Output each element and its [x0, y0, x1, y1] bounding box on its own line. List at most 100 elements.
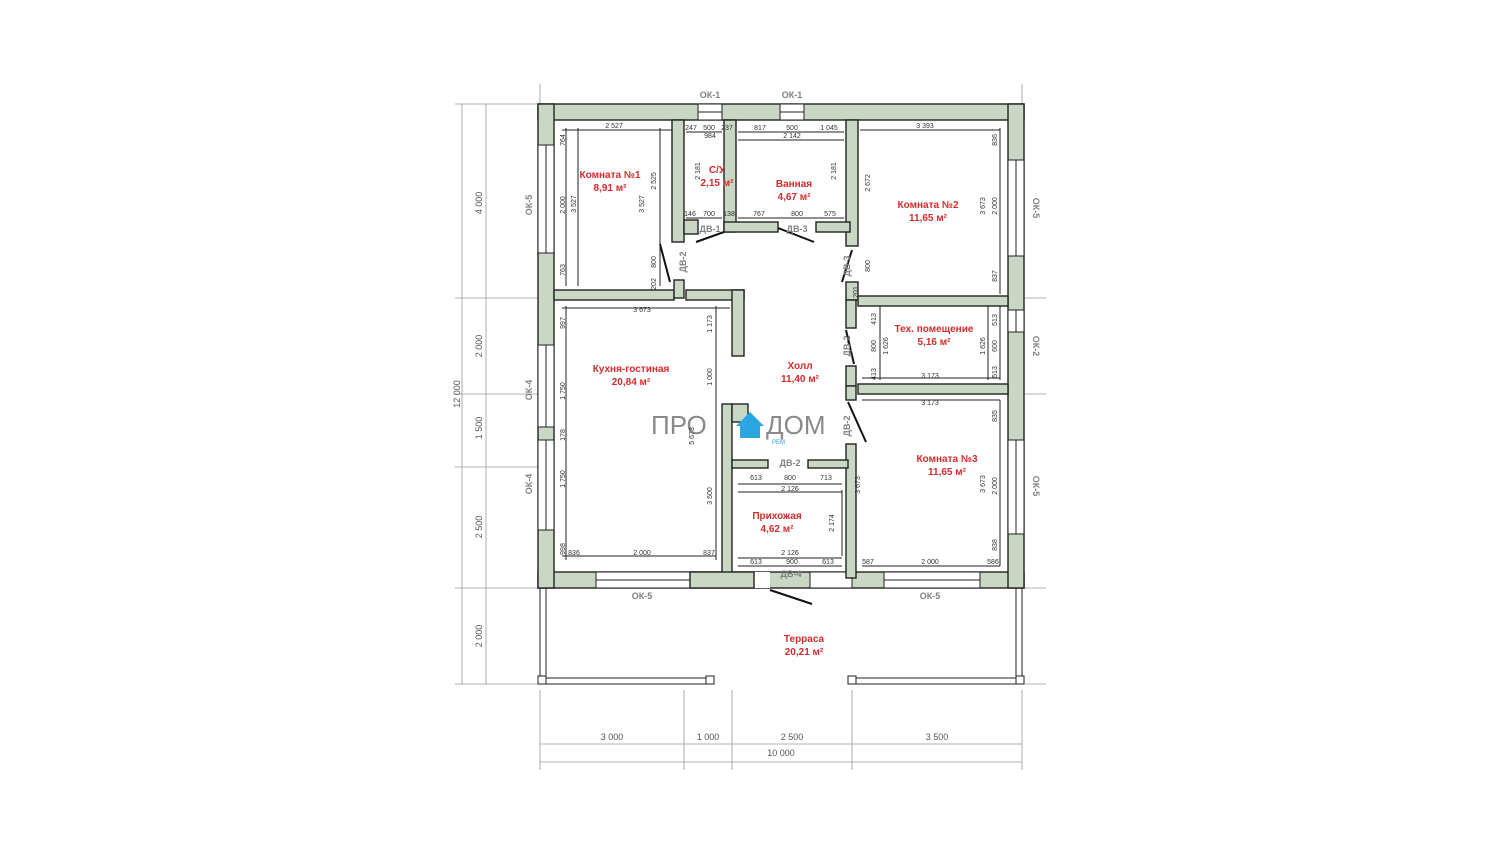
window-tag: ОК-4: [524, 474, 534, 495]
dim: 838: [992, 539, 999, 551]
dim: 800: [871, 340, 878, 352]
door-tag: ДВ-3: [842, 256, 852, 277]
terrace: [537, 588, 1025, 685]
dim-bottom: 3 500: [926, 732, 949, 742]
room-name: С/У: [709, 165, 726, 176]
dim: 984: [704, 133, 716, 140]
dim: 2 672: [865, 174, 872, 192]
dim: 3 673: [633, 307, 651, 314]
interior-dimension-values: 2 527 764 3 527 2 000 763 2 525 3 527 80…: [560, 123, 999, 566]
room-area: 20,21 м²: [785, 647, 824, 658]
dim: 3 500: [707, 487, 714, 505]
dim: 700: [703, 211, 715, 218]
door-tag: ДВ-1: [700, 224, 721, 234]
dim: 575: [824, 211, 836, 218]
door-tag: ДВ-2: [678, 252, 688, 273]
room-area: 20,84 м²: [612, 377, 651, 388]
dim: 900: [786, 559, 798, 566]
dim: 2 000: [992, 477, 999, 495]
dim: 3 673: [855, 476, 862, 494]
dim: 500: [703, 125, 715, 132]
window-tag: ОК-5: [524, 195, 534, 216]
room-area: 11,65 м²: [909, 213, 948, 224]
room-name: Терраса: [784, 634, 825, 645]
dim: 2 000: [560, 196, 567, 214]
dim: 713: [820, 475, 832, 482]
dim: 800: [791, 211, 803, 218]
dim: 2 525: [651, 172, 658, 190]
dim: 247: [685, 125, 697, 132]
dim: 5 673: [689, 427, 696, 445]
dim: 764: [560, 134, 567, 146]
dim: 586: [987, 559, 999, 566]
dim: 2 527: [605, 123, 623, 130]
dim: 800: [784, 475, 796, 482]
interior-walls: [553, 119, 1009, 589]
door-tag: ДВ-2: [842, 336, 852, 357]
window-tags: ОК-1 ОК-1 ОК-5 ОК-4 ОК-4 ОК-5 ОК-2 ОК-5 …: [524, 90, 1041, 601]
outer-dimension-lines: [455, 84, 1046, 770]
logo-house-icon: [736, 412, 764, 438]
dim: 3 173: [921, 400, 939, 407]
dim: 513: [992, 314, 999, 326]
door-tag: ДВ-2: [780, 458, 801, 468]
dim: 800: [865, 260, 872, 272]
dim: 138: [723, 211, 735, 218]
dim: 998: [560, 543, 567, 555]
dim: 1 750: [560, 382, 567, 400]
window-tag: ОК-5: [1031, 198, 1041, 219]
room-name: Тех. помещение: [895, 324, 974, 335]
dim: 613: [750, 559, 762, 566]
dim: 1 000: [707, 368, 714, 386]
dim: 613: [750, 475, 762, 482]
dim: 2 126: [781, 550, 799, 557]
dim: 500: [786, 125, 798, 132]
dim: 237: [721, 125, 733, 132]
dim: 146: [684, 211, 696, 218]
window-tag: ОК-4: [524, 380, 534, 401]
dim: 2 000: [921, 559, 939, 566]
dim: 2 000: [992, 197, 999, 215]
door-swings: [659, 227, 867, 605]
dim: 3 527: [571, 195, 578, 213]
dim: 763: [560, 264, 567, 276]
room-area: 8,91 м²: [594, 183, 628, 194]
room-area: 11,65 м²: [928, 467, 967, 478]
dim: 513: [992, 366, 999, 378]
dim: 2 000: [633, 550, 651, 557]
room-area: 4,62 м²: [761, 524, 795, 535]
window-tag: ОК-5: [1031, 476, 1041, 497]
dim: 2 181: [695, 162, 702, 180]
door-tag: ДВ-3: [787, 224, 808, 234]
logo-text-dom: ДОМ: [766, 410, 826, 440]
room-name: Прихожая: [752, 511, 802, 522]
dim: 2 174: [829, 514, 836, 532]
dim: 2 142: [783, 133, 801, 140]
dim-left: 4 000: [474, 192, 484, 215]
room-area: 11,40 м²: [781, 374, 820, 385]
dim: 178: [560, 429, 567, 441]
dim-left: 2 000: [474, 625, 484, 648]
dim: 836: [992, 134, 999, 146]
dim: 413: [871, 313, 878, 325]
window-tag: ОК-1: [782, 90, 803, 100]
dim: 3 673: [980, 197, 987, 215]
door-tag: ДВ-4: [781, 569, 802, 579]
window-tag: ОК-5: [920, 591, 941, 601]
dim-bottom-total: 10 000: [767, 748, 795, 758]
dim: 1 173: [707, 315, 714, 333]
window-tag: ОК-2: [1031, 336, 1041, 357]
room-labels: Комната №1 8,91 м² С/У 2,15 м² Ванная 4,…: [579, 165, 977, 658]
logo-text-sub: РЕМ: [772, 440, 785, 446]
dim: 997: [560, 317, 567, 329]
interior-dimension-lines: [562, 128, 1001, 567]
room-name: Холл: [787, 361, 812, 372]
dim: 413: [871, 368, 878, 380]
dim-left: 2 000: [474, 335, 484, 358]
dim: 1 750: [560, 470, 567, 488]
dim: 201: [853, 286, 860, 298]
door-tag: ДВ-2: [842, 416, 852, 437]
dim: 3 393: [916, 123, 934, 130]
dim-bottom: 3 000: [601, 732, 624, 742]
dim-left: 1 500: [474, 417, 484, 440]
